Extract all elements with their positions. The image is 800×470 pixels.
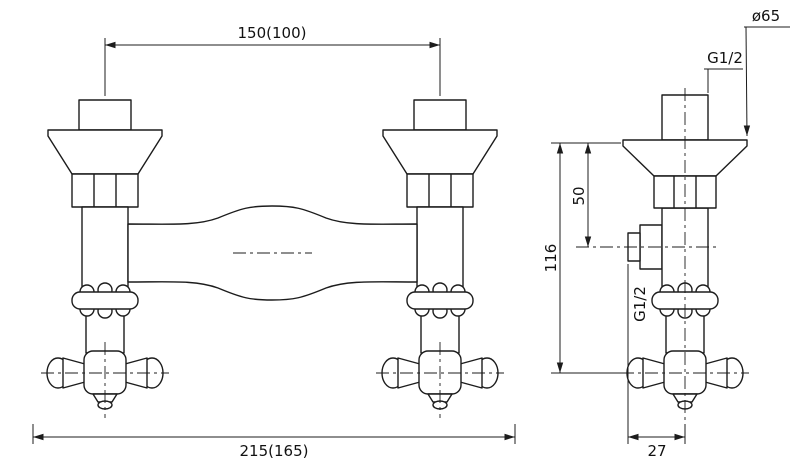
- handle-tip: [672, 393, 698, 403]
- spout-bridge-body: [127, 205, 418, 301]
- dim-flange-diameter-label: ø65: [752, 7, 780, 25]
- dim-face-to-outlet: 50: [570, 143, 592, 247]
- dim-face-to-handle: 116: [542, 143, 564, 373]
- dim-center-distance-label: 150(100): [238, 24, 307, 42]
- dim-outlet-offset-label: 27: [647, 442, 666, 460]
- dim-overall-width-label: 215(165): [240, 442, 309, 460]
- dim-flange-diameter: ø65: [743, 7, 790, 137]
- dim-face-to-outlet-label: 50: [570, 186, 588, 205]
- decor-collar-side: [651, 282, 719, 319]
- dim-center-distance: 150(100): [104, 24, 441, 96]
- thread-top-label: G1/2: [707, 49, 743, 67]
- dim-outlet-offset: 27: [627, 264, 686, 460]
- front-view: 150(100) 215(165): [32, 24, 516, 460]
- dim-overall-width: 215(165): [32, 424, 516, 460]
- side-view: ø65 G1/2 50 116 G1/2 27: [542, 7, 790, 460]
- thread-outlet-label: G1/2: [631, 286, 649, 322]
- dim-thread-top: G1/2: [704, 49, 743, 93]
- dim-face-to-handle-label: 116: [542, 244, 560, 273]
- dim-thread-outlet: G1/2: [631, 286, 649, 322]
